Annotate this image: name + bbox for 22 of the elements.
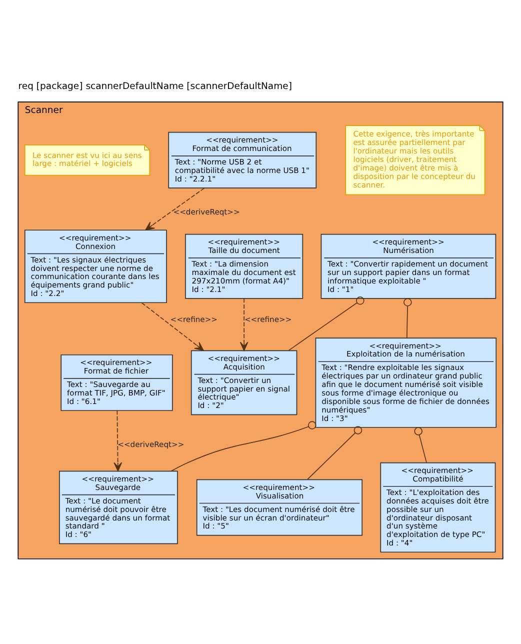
connector [307,426,362,480]
edge-label: <<deriveReqt>> [118,440,184,449]
diagram-title: req [package] scannerDefaultName [scannerDefaultName] [18,81,292,92]
arrow [114,410,122,472]
node-box: <<requirement>> Format de fichier Text : "Sauvegarde au format TIF, JPG, BMP, GIF" Id : "6.1" [60,354,173,411]
node-box: <<requirement>> Format de communication Text : "Norme USB 2 et compatibilité avec la norme USB 1" Id : "2.2.1" [168,132,317,188]
node-box: <<requirement>> Connexion Text : "Les signaux électriques doivent respecter une norme de communication courante dans les équipements grand public" Id : "2.2" [24,230,167,304]
node-box: <<requirement>> Visualisation Text : "Les document numérisé doit être visible sur un écran d'ordinateur" Id : "5" [196,479,362,536]
node-box: <<requirement>> Compatibilité Text : "L'exploitation des données acquises doit être possible sur un d'ordinateur disposant d'un système d'exploitation de type PC" Id : "4" [380,462,496,553]
edge-label: <<refine>> [244,315,292,324]
node-box: <<requirement>> Taille du document Text : "La dimension maximale du document est 297x210mm (format A4)" Id : "2.1" [185,234,304,299]
connector [404,298,412,338]
arrow [145,188,205,230]
edge-label: <<refine>> [170,315,218,324]
arrow [141,302,204,351]
edge-label: <<deriveReqt>> [173,207,240,216]
connector [288,296,364,351]
arrow [240,298,248,351]
connector [170,421,316,472]
node-box: <<requirement>> Sauvegarde Text : "Le document numérisé doit pouvoir être sauvegardé dans un format standard " Id : "6" [59,470,178,544]
node-box: <<requirement>> Exploitation de la numérisation Text : "Rendre exploitable les signaux électriques par un ordinateur grand public afin que le document numérisé soit visible sous forme d'image électronique ou disponible sous forme de fichier de données numériques" Id : "3" [315,338,497,428]
connector [414,427,427,463]
